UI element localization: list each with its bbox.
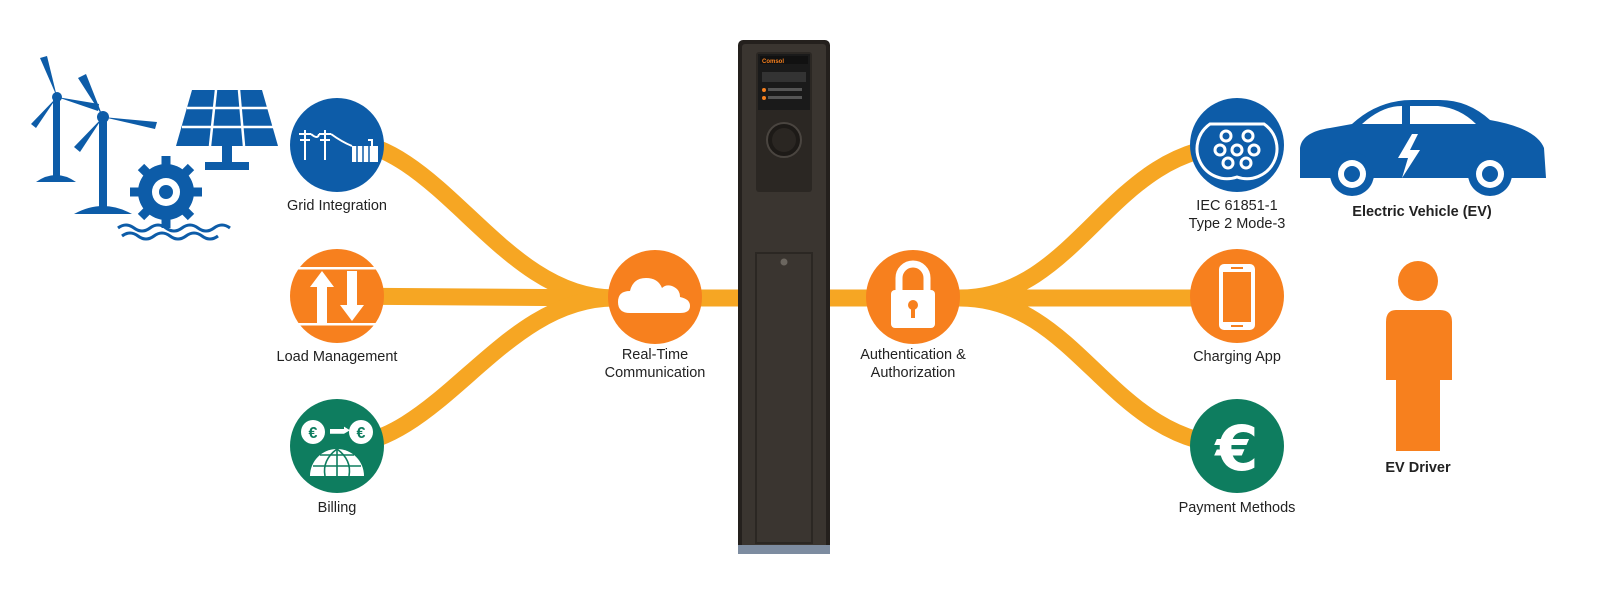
- label-real-time-communication: Real-Time Communication: [605, 346, 706, 382]
- label-grid-integration: Grid Integration: [287, 198, 387, 214]
- node-load-management: [290, 249, 384, 343]
- smartphone-icon: [1219, 264, 1255, 330]
- label-load-management: Load Management: [276, 349, 398, 365]
- label-charging-app: Charging App: [1193, 349, 1281, 365]
- node-charging-app: [1190, 249, 1284, 343]
- lightning-icon: [1398, 134, 1420, 178]
- cloud-icon: [618, 278, 690, 313]
- charger-door-panel: [755, 252, 813, 544]
- label-line: Authentication &: [860, 347, 966, 363]
- node-grid-integration: [290, 98, 384, 192]
- renewable-energy-sources-icon: [31, 56, 278, 241]
- node-payment-methods: €: [1190, 399, 1284, 493]
- electric-car-icon: [1300, 100, 1546, 196]
- label-iec-connector: IEC 61851-1 Type 2 Mode-3: [1189, 197, 1286, 233]
- flow-billing-to-cloud: [328, 289, 623, 455]
- node-iec-connector: [1190, 98, 1284, 192]
- label-line: Communication: [604, 365, 706, 381]
- svg-text:Comsol: Comsol: [762, 59, 784, 65]
- power-grid-icon: [299, 130, 378, 162]
- node-authentication: [866, 250, 960, 344]
- padlock-icon: [891, 260, 935, 328]
- label-line: Type 2 Mode-3: [1188, 216, 1286, 232]
- label-authentication: Authentication & Authorization: [860, 346, 966, 382]
- svg-text:€: €: [309, 425, 318, 442]
- label-billing: Billing: [317, 500, 357, 516]
- node-real-time-communication: [608, 250, 702, 344]
- solar-panel-icon: [176, 89, 278, 170]
- currency-exchange-globe-icon: € €: [301, 420, 373, 477]
- label-electric-vehicle: Electric Vehicle (EV): [1352, 204, 1492, 220]
- wind-turbine-icon: [74, 74, 157, 214]
- wind-turbine-icon: [31, 56, 99, 182]
- ev-charging-station-icon: Comsol: [738, 40, 830, 554]
- label-ev-driver: EV Driver: [1385, 460, 1451, 476]
- hydro-wheel-icon: [117, 156, 231, 241]
- euro-icon: €: [1213, 412, 1258, 485]
- person-icon: [1386, 261, 1452, 451]
- label-payment-methods: Payment Methods: [1178, 500, 1296, 516]
- node-billing: € €: [290, 399, 384, 493]
- up-down-arrows-icon: [295, 267, 379, 326]
- label-line: IEC 61851-1: [1196, 198, 1278, 214]
- svg-text:€: €: [357, 425, 366, 442]
- label-line: Real-Time: [621, 347, 689, 363]
- type2-connector-icon: [1195, 122, 1279, 181]
- label-line: Authorization: [870, 365, 956, 381]
